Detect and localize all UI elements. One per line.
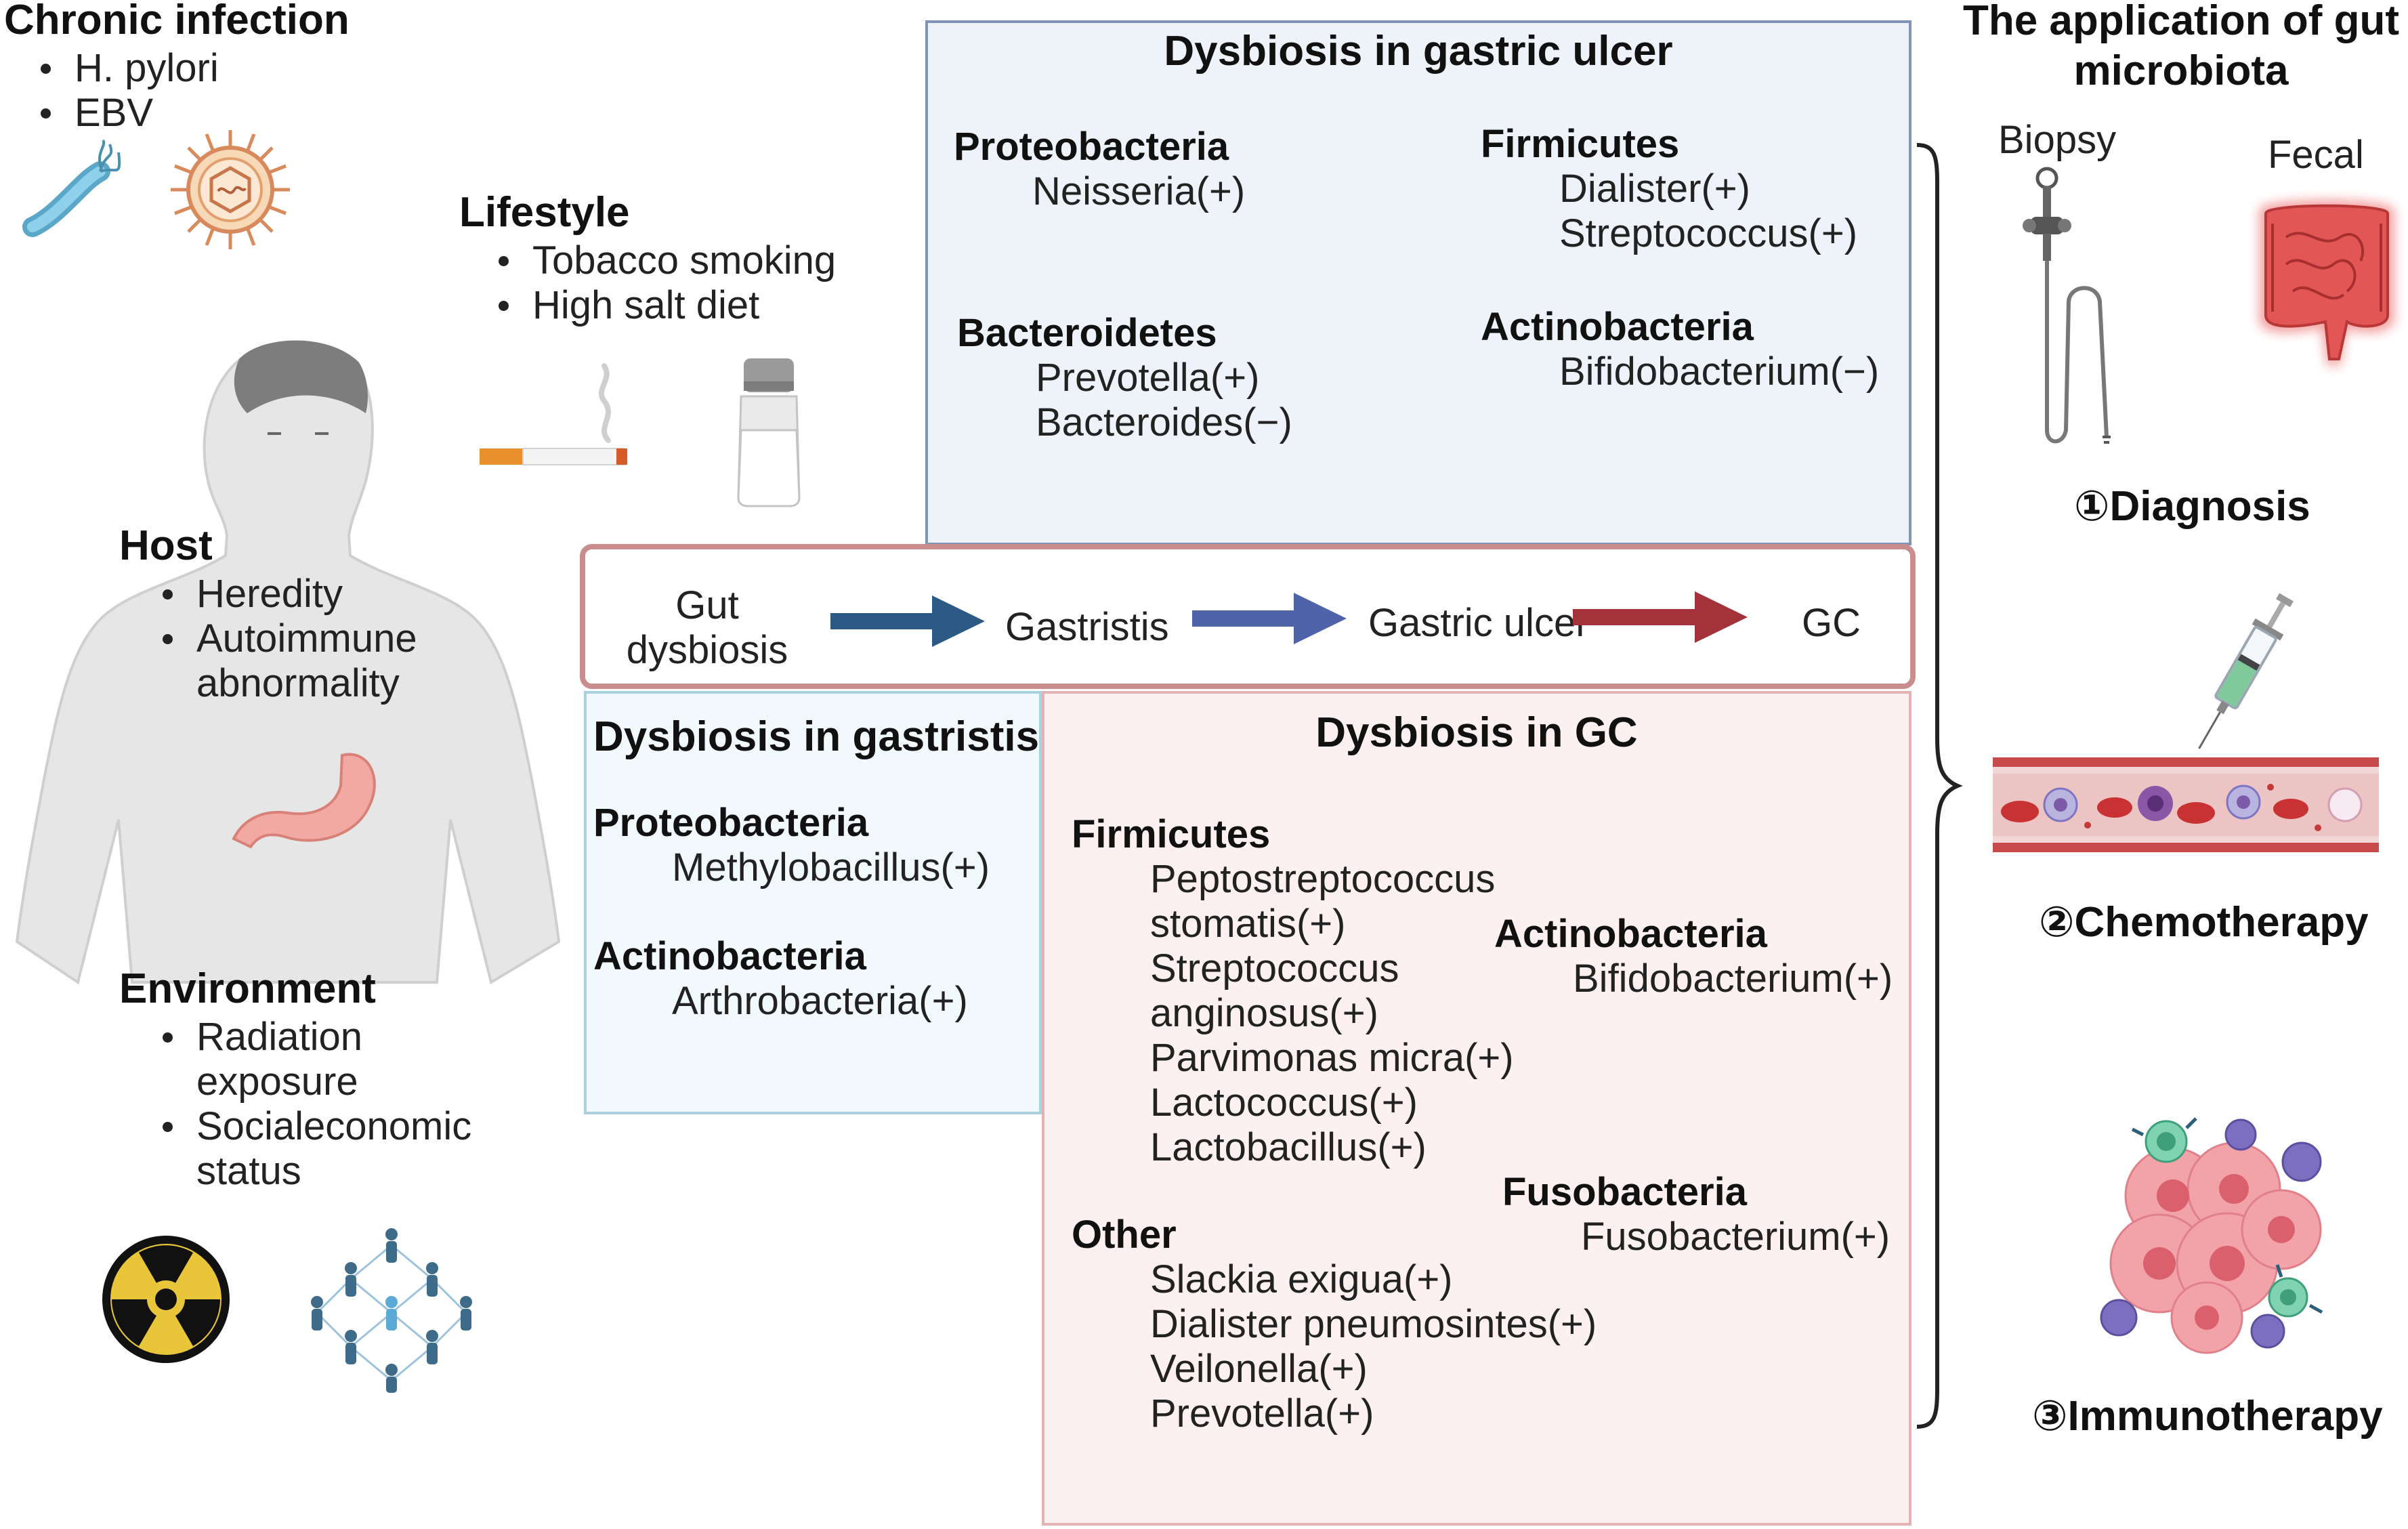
intestine-icon: [2259, 200, 2394, 366]
list-item: Radiation exposure: [157, 1015, 448, 1104]
genus-label: Streptococcus(+): [1559, 211, 1858, 255]
ebv-virus-icon: [171, 130, 290, 249]
phylum-label: Firmicutes: [1072, 812, 1271, 856]
biopsy-label: Biopsy: [1998, 118, 2117, 162]
flow-arrow-3-icon: [1573, 591, 1748, 643]
gastric-ulcer-box: Dysbiosis in gastric ulcer Proteobacteri…: [925, 20, 1911, 545]
list-item: Tobacco smoking: [493, 238, 836, 283]
ulcer-group-firmicutes: Firmicutes Dialister(+) Streptococcus(+): [1481, 122, 1857, 256]
gastric-ulcer-title: Dysbiosis in gastric ulcer: [1164, 28, 1673, 75]
flow-arrow-1-icon: [830, 595, 985, 647]
phylum-label: Actinobacteria: [593, 934, 866, 978]
phylum-label: Firmicutes: [1481, 122, 1680, 166]
lifestyle-list: Tobacco smoking High salt diet: [493, 238, 836, 328]
progression-flow: Gut dysbiosis Gastristis Gastric ulcer G…: [580, 544, 1916, 689]
gastritis-title: Dysbiosis in gastristis: [593, 713, 1040, 760]
phylum-label: Other: [1072, 1213, 1177, 1257]
social-network-icon: [311, 1228, 472, 1393]
ulcer-group-actinobacteria: Actinobacteria Bifidobacterium(−): [1481, 305, 1879, 394]
phylum-label: Proteobacteria: [954, 125, 1229, 169]
curly-brace-icon: [1916, 143, 1963, 1429]
flow-step-gastric-ulcer: Gastric ulcer: [1368, 601, 1589, 645]
tumor-immune-cells-icon: [2100, 1117, 2323, 1354]
list-item: EBV: [35, 91, 219, 135]
flow-step-gastritis: Gastristis: [1005, 605, 1169, 649]
phylum-label: Actinobacteria: [1481, 305, 1754, 349]
gc-box: Dysbiosis in GC Firmicutes Peptostreptoc…: [1042, 691, 1911, 1526]
gc-title: Dysbiosis in GC: [1315, 709, 1638, 756]
genus-label: Slackia exigua(+): [1150, 1257, 1453, 1301]
list-item: Autoimmune abnormality: [157, 616, 448, 706]
list-item: High salt diet: [493, 283, 836, 328]
gc-group-fusobacteria: Fusobacteria Fusobacterium(+): [1502, 1170, 1890, 1259]
environment-title: Environment: [119, 965, 376, 1012]
fecal-label: Fecal: [2268, 133, 2364, 177]
gc-group-other: Other Slackia exigua(+) Dialister pneumo…: [1072, 1213, 1597, 1436]
ulcer-group-bacteroidetes: Bacteroidetes Prevotella(+) Bacteroides(…: [957, 311, 1292, 445]
list-item: H. pylori: [35, 46, 219, 91]
host-title: Host: [119, 522, 213, 569]
phylum-label: Bacteroidetes: [957, 311, 1217, 355]
environment-list: Radiation exposure Socialeconomic status: [157, 1015, 471, 1194]
gastritis-group-actinobacteria: Actinobacteria Arthrobacteria(+): [593, 934, 968, 1024]
gastritis-box: Dysbiosis in gastristis Proteobacteria M…: [584, 691, 1042, 1114]
genus-label: Veilonella(+): [1150, 1347, 1368, 1391]
genus-label: Dialister pneumosintes(+): [1150, 1302, 1597, 1346]
lifestyle-title: Lifestyle: [459, 189, 630, 236]
cigarette-icon: [480, 363, 627, 465]
host-list: Heredity Autoimmune abnormality: [157, 572, 448, 706]
flow-step-gc: GC: [1802, 601, 1861, 645]
use-diagnosis: ①Diagnosis: [2074, 483, 2310, 530]
genus-label: Peptostreptococcus stomatis(+): [1150, 857, 1496, 946]
phylum-label: Fusobacteria: [1502, 1170, 1747, 1214]
syringe-icon: [2198, 593, 2294, 749]
genus-label: Prevotella(+): [1150, 1391, 1374, 1436]
genus-label: Streptococcus anginosus(+): [1150, 946, 1399, 1035]
gastritis-group-proteobacteria: Proteobacteria Methylobacillus(+): [593, 801, 990, 890]
h-pylori-bacterium-icon: [22, 139, 121, 237]
genus-label: Parvimonas micra(+): [1150, 1036, 1514, 1080]
flow-step-gut-dysbiosis: Gut dysbiosis: [626, 583, 788, 672]
endoscope-icon: [2023, 167, 2111, 444]
genus-label: Fusobacterium(+): [1581, 1215, 1891, 1259]
use-immunotherapy: ③Immunotherapy: [2032, 1393, 2383, 1440]
genus-label: Bifidobacterium(−): [1559, 350, 1880, 394]
flow-arrow-2-icon: [1192, 593, 1347, 644]
chronic-infection-list: H. pylori EBV: [35, 46, 219, 135]
list-item: Heredity: [157, 572, 448, 616]
genus-label: Bacteroides(−): [1036, 400, 1292, 444]
human-body-icon: [15, 340, 561, 985]
ulcer-group-proteobacteria: Proteobacteria Neisseria(+): [954, 125, 1245, 214]
genus-label: Lactobacillus(+): [1150, 1125, 1427, 1169]
genus-label: Lactococcus(+): [1150, 1081, 1418, 1125]
salt-shaker-icon: [737, 358, 801, 507]
genus-label: Dialister(+): [1559, 167, 1750, 211]
chronic-infection-title: Chronic infection: [4, 0, 350, 43]
genus-label: Bifidobacterium(+): [1573, 957, 1893, 1001]
genus-label: Arthrobacteria(+): [672, 979, 968, 1023]
phylum-label: Proteobacteria: [593, 801, 869, 845]
radiation-icon: [102, 1236, 230, 1363]
use-chemotherapy: ②Chemotherapy: [2039, 899, 2369, 946]
genus-label: Prevotella(+): [1036, 356, 1260, 400]
gc-group-firmicutes: Firmicutes Peptostreptococcus stomatis(+…: [1072, 812, 1514, 1170]
list-item: Socialeconomic status: [157, 1104, 471, 1194]
phylum-label: Actinobacteria: [1494, 912, 1767, 956]
application-title: The application of gut microbiota: [1962, 0, 2400, 94]
genus-label: Neisseria(+): [1032, 169, 1246, 213]
gc-group-actinobacteria: Actinobacteria Bifidobacterium(+): [1494, 912, 1893, 1001]
genus-label: Methylobacillus(+): [672, 845, 990, 889]
blood-vessel-icon: [1993, 757, 2379, 852]
